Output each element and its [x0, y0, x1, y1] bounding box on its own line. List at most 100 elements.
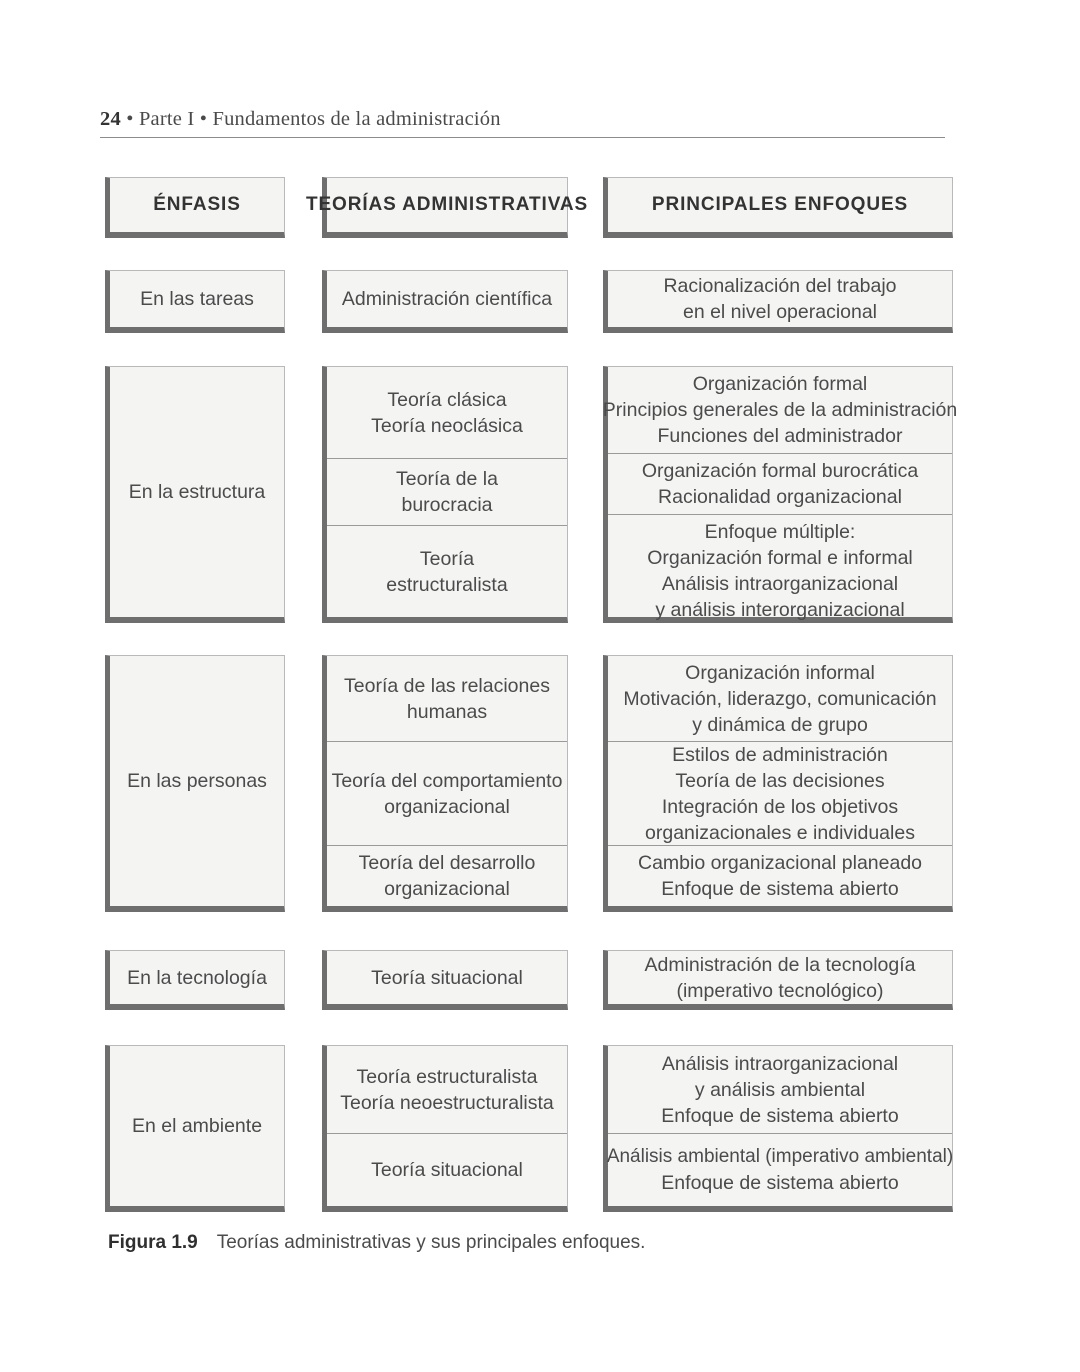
approach-line: Enfoque de sistema abierto	[661, 1104, 899, 1127]
column-header-enfoques: PRINCIPALES ENFOQUES	[603, 177, 953, 238]
column-header-enfasis-label: ÉNFASIS	[153, 194, 241, 215]
emphasis-cell-tecnologia: En la tecnología	[110, 961, 284, 995]
approach-line: Principios generales de la administració…	[602, 399, 958, 421]
approach-line: Organización formal e informal	[647, 547, 913, 569]
emphasis-cell-ambiente: En el ambiente	[110, 1046, 284, 1206]
column-header-teorias-cell: TEORÍAS ADMINISTRATIVAS	[306, 190, 587, 220]
theory-line: Teoría	[419, 547, 475, 570]
approach-line: Integración de los objetivos	[661, 795, 899, 818]
theory-cell-estructura-2: Teoría estructuralista	[327, 525, 567, 617]
approach-line: en el nivel operacional	[682, 301, 878, 323]
header-separator-1: •	[126, 108, 134, 130]
approach-line: Estilos de administración	[672, 743, 888, 766]
approach-line: Racionalidad organizacional	[658, 486, 902, 508]
theory-line: Teoría del desarrollo	[358, 852, 536, 874]
theory-cell-ambiente-0: Teoría estructuralista Teoría neoestruct…	[327, 1046, 567, 1133]
column-header-enfasis: ÉNFASIS	[105, 177, 285, 238]
approach-cell-personas-1: Estilos de administración Teoría de las …	[608, 741, 952, 845]
approach-line: Análisis ambiental (imperativo ambiental…	[606, 1146, 954, 1167]
column-header-enfoques-label: PRINCIPALES ENFOQUES	[651, 194, 909, 215]
emphasis-box-estructura: En la estructura	[105, 366, 285, 623]
part-label: Parte I	[138, 108, 195, 130]
theory-box-estructura: Teoría clásica Teoría neoclásica Teoría …	[322, 366, 568, 623]
theory-line: Teoría de las relaciones	[344, 674, 550, 697]
theory-line: Administración científica	[341, 288, 553, 310]
approach-line: Cambio organizacional planeado	[637, 852, 923, 874]
running-head-text: 24 • Parte I • Fundamentos de la adminis…	[100, 108, 945, 131]
approach-line: y dinámica de grupo	[692, 713, 868, 736]
approach-cell-estructura-0: Organización formal Principios generales…	[603, 367, 957, 453]
approach-line: Enfoque de sistema abierto	[661, 878, 899, 900]
approach-line: Motivación, liderazgo, comunicación	[623, 687, 937, 710]
theory-cell-ambiente-1: Teoría situacional	[327, 1133, 567, 1206]
approach-box-estructura: Organización formal Principios generales…	[603, 366, 957, 623]
approach-cell-tareas-0: Racionalización del trabajo en el nivel …	[608, 269, 952, 329]
approach-line: Racionalización del trabajo	[663, 275, 897, 297]
approach-line: y análisis interorganizacional	[655, 599, 905, 621]
emphasis-label-ambiente: En el ambiente	[131, 1115, 263, 1137]
emphasis-label-personas: En las personas	[127, 770, 267, 792]
theory-line: estructuralista	[386, 573, 508, 596]
approach-cell-personas-2: Cambio organizacional planeado Enfoque d…	[608, 845, 952, 906]
theory-line: humanas	[406, 700, 488, 723]
page-running-head: 24 • Parte I • Fundamentos de la adminis…	[100, 108, 945, 138]
emphasis-label-estructura: En la estructura	[128, 481, 266, 503]
approach-line: Organización formal	[692, 373, 868, 395]
theory-line: Teoría estructuralista	[356, 1065, 538, 1088]
theory-line: Teoría neoestructuralista	[340, 1091, 554, 1114]
emphasis-label-tareas: En las tareas	[140, 288, 254, 310]
approach-line: Funciones del administrador	[657, 425, 903, 447]
theory-cell-estructura-1: Teoría de la burocracia	[327, 458, 567, 525]
theory-line: Teoría situacional	[371, 1159, 523, 1181]
theory-box-personas: Teoría de las relaciones humanas Teoría …	[322, 655, 568, 912]
emphasis-label-tecnologia: En la tecnología	[127, 966, 267, 989]
approach-box-personas: Organización informal Motivación, lidera…	[603, 655, 953, 912]
figure-caption-text: Teorías administrativas y sus principale…	[216, 1232, 646, 1253]
theory-line: Teoría situacional	[371, 966, 523, 989]
approach-line: Organización informal	[685, 661, 875, 684]
book-section-title: Fundamentos de la administración	[212, 108, 501, 130]
theory-line: burocracia	[401, 494, 493, 516]
approach-line: Enfoque de sistema abierto	[661, 1172, 899, 1194]
approach-cell-estructura-2: Enfoque múltiple: Organización formal e …	[608, 514, 952, 627]
figure-caption: Figura 1.9 Teorías administrativas y sus…	[108, 1232, 645, 1254]
approach-line: Análisis intraorganizacional	[661, 573, 899, 595]
approach-line: Teoría de las decisiones	[675, 769, 885, 792]
approach-line: organizacionales e individuales	[645, 821, 915, 844]
approach-cell-ambiente-0: Análisis intraorganizacional y análisis …	[608, 1046, 952, 1133]
page-number: 24	[100, 108, 121, 130]
theory-box-tareas: Administración científica	[322, 270, 568, 333]
theory-line: organizacional	[384, 878, 510, 900]
theory-cell-personas-1: Teoría del comportamiento organizacional	[327, 741, 567, 845]
emphasis-box-personas: En las personas	[105, 655, 285, 912]
approach-line: Administración de la tecnología	[644, 953, 916, 976]
emphasis-cell-estructura: En la estructura	[110, 367, 284, 617]
approach-line: (imperativo tecnológico)	[676, 979, 884, 1002]
emphasis-box-tecnologia: En la tecnología	[105, 950, 285, 1010]
emphasis-box-tareas: En las tareas	[105, 270, 285, 333]
theory-line: Teoría de la	[396, 468, 498, 490]
approach-box-tareas: Racionalización del trabajo en el nivel …	[603, 270, 953, 333]
theory-cell-personas-2: Teoría del desarrollo organizacional	[327, 845, 567, 906]
approach-line: Organización formal burocrática	[641, 460, 919, 482]
header-rule	[100, 137, 945, 138]
theory-cell-tareas-0: Administración científica	[327, 282, 567, 316]
approach-line: Análisis intraorganizacional	[661, 1052, 899, 1075]
approach-cell-ambiente-1: Análisis ambiental (imperativo ambiental…	[606, 1133, 954, 1206]
emphasis-box-ambiente: En el ambiente	[105, 1045, 285, 1212]
theory-box-ambiente: Teoría estructuralista Teoría neoestruct…	[322, 1045, 568, 1212]
figure-caption-label: Figura 1.9	[108, 1232, 198, 1253]
header-separator-2: •	[199, 108, 208, 130]
approach-box-ambiente: Análisis intraorganizacional y análisis …	[603, 1045, 953, 1212]
emphasis-cell-tareas: En las tareas	[110, 282, 284, 316]
approach-box-tecnologia: Administración de la tecnología (imperat…	[603, 950, 953, 1010]
column-header-teorias: TEORÍAS ADMINISTRATIVAS	[306, 177, 587, 238]
approach-line: y análisis ambiental	[694, 1078, 866, 1101]
approach-cell-tecnologia-0: Administración de la tecnología (imperat…	[608, 948, 952, 1008]
theory-cell-tecnologia-0: Teoría situacional	[327, 961, 567, 995]
theory-cell-personas-0: Teoría de las relaciones humanas	[327, 656, 567, 741]
column-header-teorias-label: TEORÍAS ADMINISTRATIVAS	[305, 194, 589, 215]
approach-line: Enfoque múltiple:	[704, 521, 856, 543]
theory-line: Teoría neoclásica	[371, 414, 523, 437]
